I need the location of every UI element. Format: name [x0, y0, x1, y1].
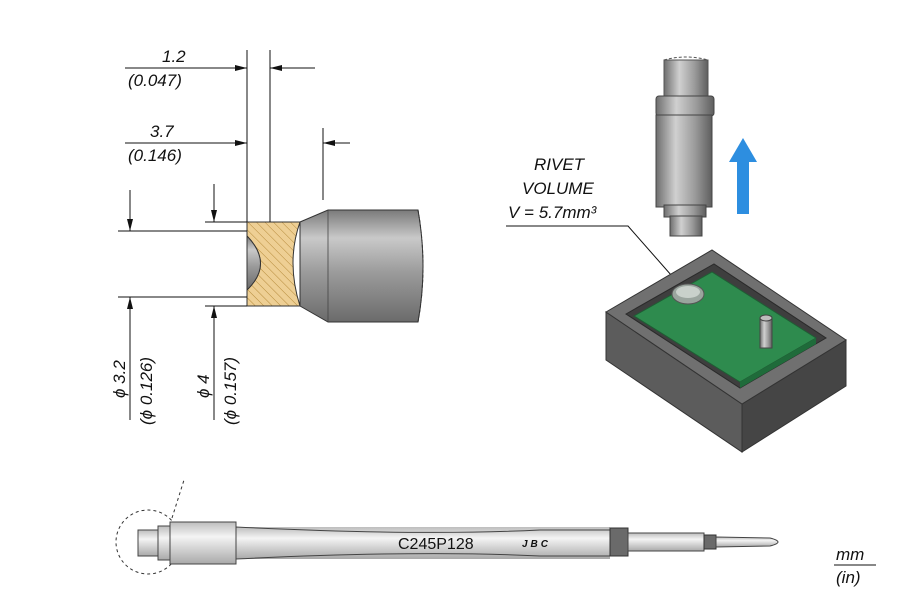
dim-diameter-inner-value: ϕ 3.2 [110, 360, 129, 398]
holder-pin [759, 317, 773, 349]
dim-width-top-value: 1.2 [162, 47, 186, 66]
units-legend: mm (in) [834, 545, 876, 587]
dim-diameter-outer-value: ϕ 4 [194, 374, 213, 398]
dim-width-mid-value: 3.7 [150, 122, 174, 141]
cartridge-sleeve [169, 521, 237, 565]
rivet-leader-line [506, 225, 687, 293]
units-secondary: (in) [836, 568, 861, 587]
cartridge-upper-shaft [663, 59, 709, 101]
units-primary: mm [836, 545, 864, 564]
tip-detail-view: 1.2 (0.047) 3.7 (0.146) ϕ 3.2 (ϕ 0.126) … [110, 47, 424, 425]
dim-diameter-inner-inch: (ϕ 0.126) [137, 357, 156, 425]
dim-width-mid-inch: (0.146) [128, 146, 182, 165]
tip-body [299, 209, 424, 323]
cartridge-tip-end [137, 529, 159, 557]
rivet-holder [605, 249, 847, 453]
dim-width-top-inch: (0.047) [128, 71, 182, 90]
cartridge-brand-logo: JBC [522, 539, 551, 550]
cartridge-model-label: C245P128 [398, 536, 474, 553]
rivet-label-line2: VOLUME [522, 179, 594, 198]
rivet-illustration: RIVET VOLUME V = 5.7mm³ [506, 56, 847, 453]
cartridge-end-pin [715, 536, 779, 548]
rivet-label-line1: RIVET [534, 155, 586, 174]
cartridge-side-view: C245P128 JBC [115, 479, 779, 575]
lift-arrow-icon [729, 138, 757, 214]
rivet-label-line3: V = 5.7mm³ [508, 203, 598, 222]
cartridge-tip-body [655, 114, 713, 208]
tip-cavity [246, 234, 261, 292]
dim-diameter-outer-inch: (ϕ 0.157) [221, 357, 240, 425]
